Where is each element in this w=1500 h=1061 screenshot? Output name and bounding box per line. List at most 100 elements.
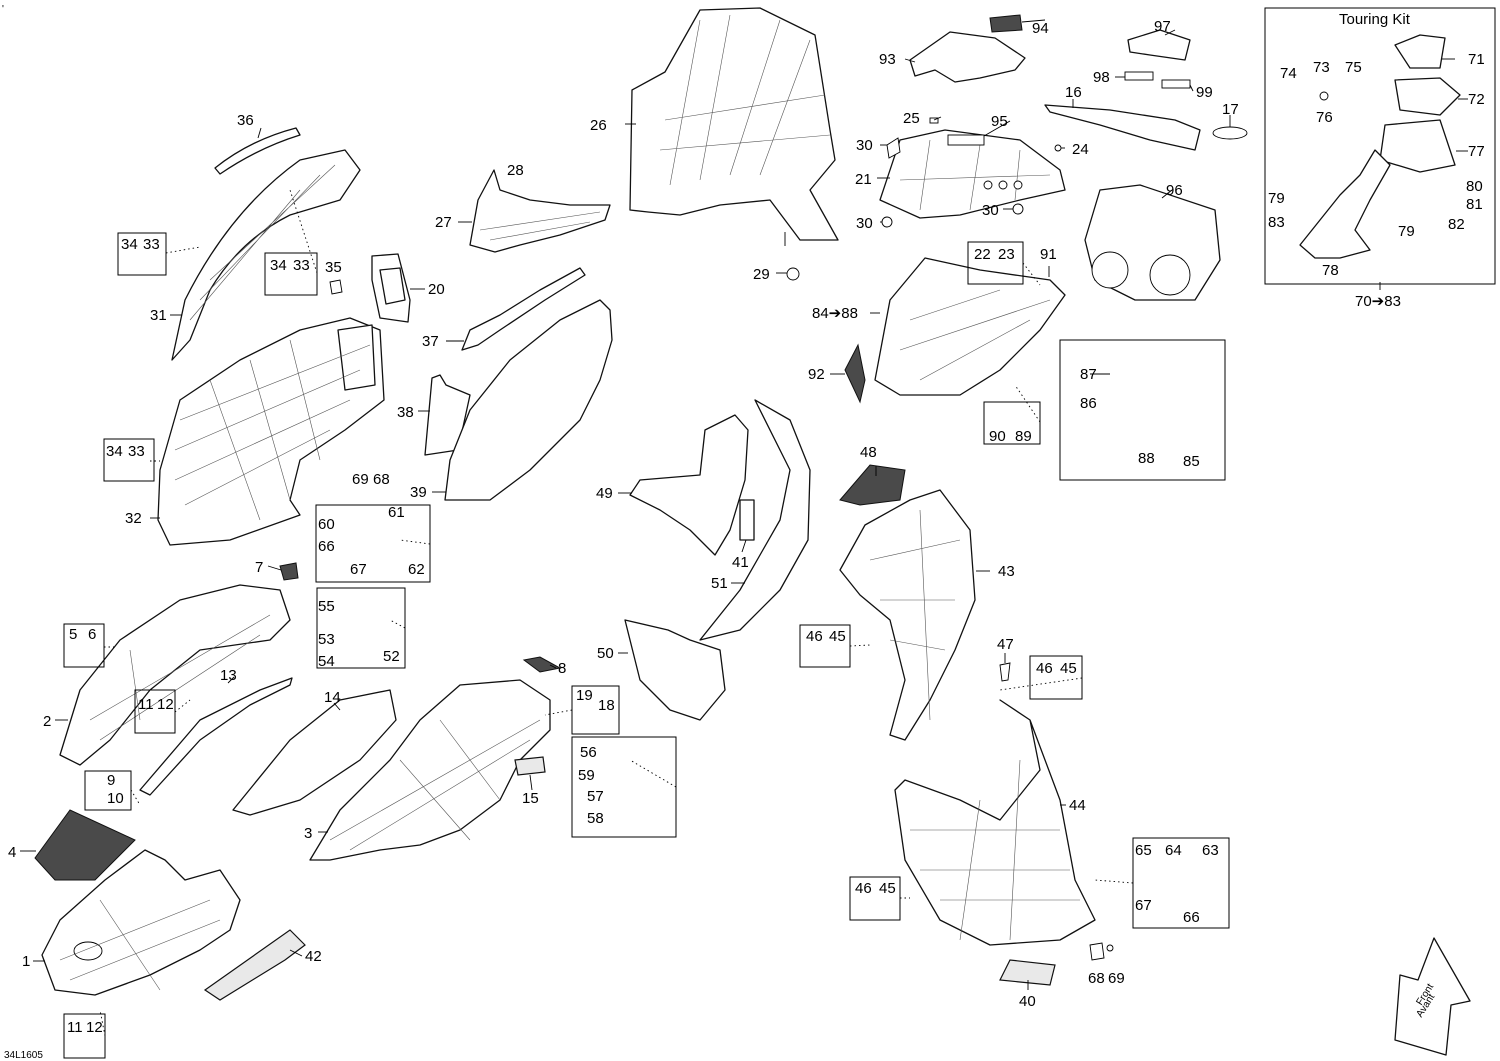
callout-79a: 79 — [1268, 190, 1285, 207]
callout-56: 56 — [580, 744, 597, 761]
callout-34b: 34 — [270, 257, 287, 274]
callout-46b: 46 — [1036, 660, 1053, 677]
callout-83: 83 — [1268, 214, 1285, 231]
callout-35: 35 — [325, 259, 342, 276]
callout-15: 15 — [522, 790, 539, 807]
callout-89: 89 — [1015, 428, 1032, 445]
callout-67b: 67 — [1135, 897, 1152, 914]
callout-82: 82 — [1448, 216, 1465, 233]
callout-44: 44 — [1069, 797, 1086, 814]
touring-kit-box — [1264, 7, 1496, 285]
callout-18: 18 — [598, 697, 615, 714]
callout-boxes — [63, 7, 1496, 1059]
callout-76: 76 — [1316, 109, 1333, 126]
callout-92: 92 — [808, 366, 825, 383]
callout-12b: 12 — [86, 1019, 103, 1036]
callout-57: 57 — [587, 788, 604, 805]
callout-2: 2 — [43, 713, 51, 730]
callout-41: 41 — [732, 554, 749, 571]
callout-39: 39 — [410, 484, 427, 501]
callout-13: 13 — [220, 667, 237, 684]
front-arrow-badge — [1394, 937, 1471, 1056]
callout-34a: 34 — [121, 236, 138, 253]
callout-51: 51 — [711, 575, 728, 592]
callout-30b: 30 — [856, 215, 873, 232]
callout-79b: 79 — [1398, 223, 1415, 240]
callout-10: 10 — [107, 790, 124, 807]
callout-4: 4 — [8, 844, 16, 861]
callout-54: 54 — [318, 653, 335, 670]
callout-97: 97 — [1154, 18, 1171, 35]
callout-46a: 46 — [806, 628, 823, 645]
callout-45b: 45 — [1060, 660, 1077, 677]
callout-85: 85 — [1183, 453, 1200, 470]
callout-74: 74 — [1280, 65, 1297, 82]
callout-61: 61 — [388, 504, 405, 521]
callout-23: 23 — [998, 246, 1015, 263]
callout-40: 40 — [1019, 993, 1036, 1010]
callout-6: 6 — [88, 626, 96, 643]
callout-52: 52 — [383, 648, 400, 665]
callout-68b: 68 — [1088, 970, 1105, 987]
callout-95: 95 — [991, 113, 1008, 130]
callout-69a: 69 — [352, 471, 369, 488]
callout-22: 22 — [974, 246, 991, 263]
callout-12a: 12 — [157, 696, 174, 713]
callout-1: 1 — [22, 953, 30, 970]
callout-33a: 33 — [143, 236, 160, 253]
callout-34c: 34 — [106, 443, 123, 460]
reference-code: 34L1605 — [4, 1050, 43, 1061]
callout-88: 88 — [1138, 450, 1155, 467]
callout-45a: 45 — [829, 628, 846, 645]
callout-78: 78 — [1322, 262, 1339, 279]
callout-19: 19 — [576, 687, 593, 704]
callout-87: 87 — [1080, 366, 1097, 383]
callout-24: 24 — [1072, 141, 1089, 158]
callout-26: 26 — [590, 117, 607, 134]
callout-42: 42 — [305, 948, 322, 965]
callout-66b: 66 — [1183, 909, 1200, 926]
callout-50: 50 — [597, 645, 614, 662]
callout-32: 32 — [125, 510, 142, 527]
callout-81: 81 — [1466, 196, 1483, 213]
callout-59: 59 — [578, 767, 595, 784]
callout-20: 20 — [428, 281, 445, 298]
headlight-range-label: 84➔88 — [812, 305, 858, 322]
callout-86: 86 — [1080, 395, 1097, 412]
corner-mark: ' — [2, 4, 4, 15]
callout-69b: 69 — [1108, 970, 1125, 987]
callout-91: 91 — [1040, 246, 1057, 263]
callout-55: 55 — [318, 598, 335, 615]
callout-47: 47 — [997, 636, 1014, 653]
callout-46c: 46 — [855, 880, 872, 897]
callout-65: 65 — [1135, 842, 1152, 859]
callout-30a: 30 — [856, 137, 873, 154]
leader-lines — [20, 19, 1468, 1037]
callout-68a: 68 — [373, 471, 390, 488]
callout-25: 25 — [903, 110, 920, 127]
callout-31: 31 — [150, 307, 167, 324]
callout-36: 36 — [237, 112, 254, 129]
callout-48: 48 — [860, 444, 877, 461]
callout-21: 21 — [855, 171, 872, 188]
callout-28: 28 — [507, 162, 524, 179]
callout-43: 43 — [998, 563, 1015, 580]
callout-66a: 66 — [318, 538, 335, 555]
callout-94: 94 — [1032, 20, 1049, 37]
callout-7: 7 — [255, 559, 263, 576]
box-60-67 — [315, 504, 431, 583]
callout-33c: 33 — [128, 443, 145, 460]
callout-29: 29 — [753, 266, 770, 283]
callout-53: 53 — [318, 631, 335, 648]
parts-drawings — [34, 7, 1461, 1001]
touring-kit-title: Touring Kit — [1339, 11, 1411, 28]
callout-5: 5 — [69, 626, 77, 643]
callout-49: 49 — [596, 485, 613, 502]
callout-11b: 11 — [67, 1019, 83, 1036]
touring-kit-range: 70➔83 — [1355, 293, 1401, 310]
callout-8: 8 — [558, 660, 566, 677]
callout-33b: 33 — [293, 257, 310, 274]
callout-90: 90 — [989, 428, 1006, 445]
callout-45c: 45 — [879, 880, 896, 897]
